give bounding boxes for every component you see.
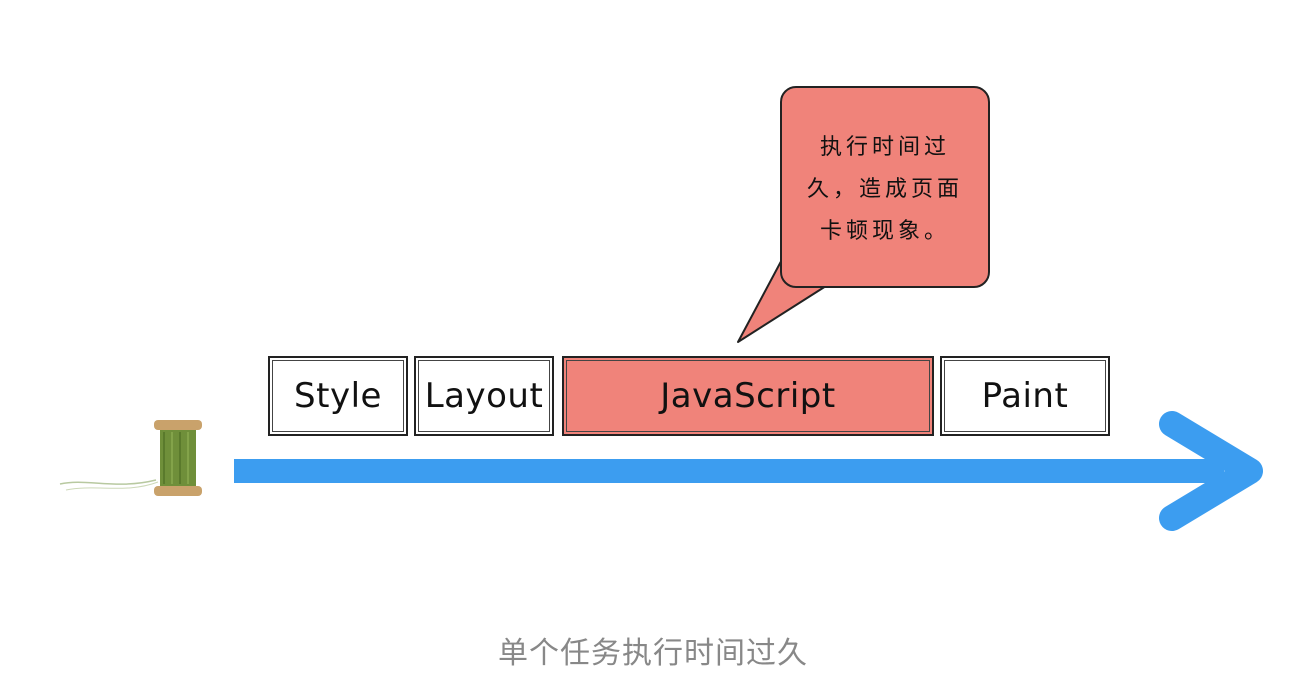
timeline-arrow <box>234 411 1263 531</box>
thread-spool-icon <box>59 420 202 496</box>
figure-caption: 单个任务执行时间过久 <box>498 636 808 671</box>
task-box-layout: Layout <box>414 356 554 436</box>
callout-line: 久，造成页面 <box>806 177 963 202</box>
task-box-javascript: JavaScript <box>562 356 934 436</box>
task-box-style: Style <box>268 356 408 436</box>
task-timeline-diagram: 执行时间过 久，造成页面 卡顿现象。 Style Layout JavaScri… <box>59 86 1263 531</box>
task-box-paint: Paint <box>940 356 1110 436</box>
callout-bubble: 执行时间过 久，造成页面 卡顿现象。 <box>780 86 990 288</box>
callout-line: 执行时间过 <box>819 135 950 160</box>
callout-tail <box>737 251 827 343</box>
callout-line: 卡顿现象。 <box>819 219 950 244</box>
